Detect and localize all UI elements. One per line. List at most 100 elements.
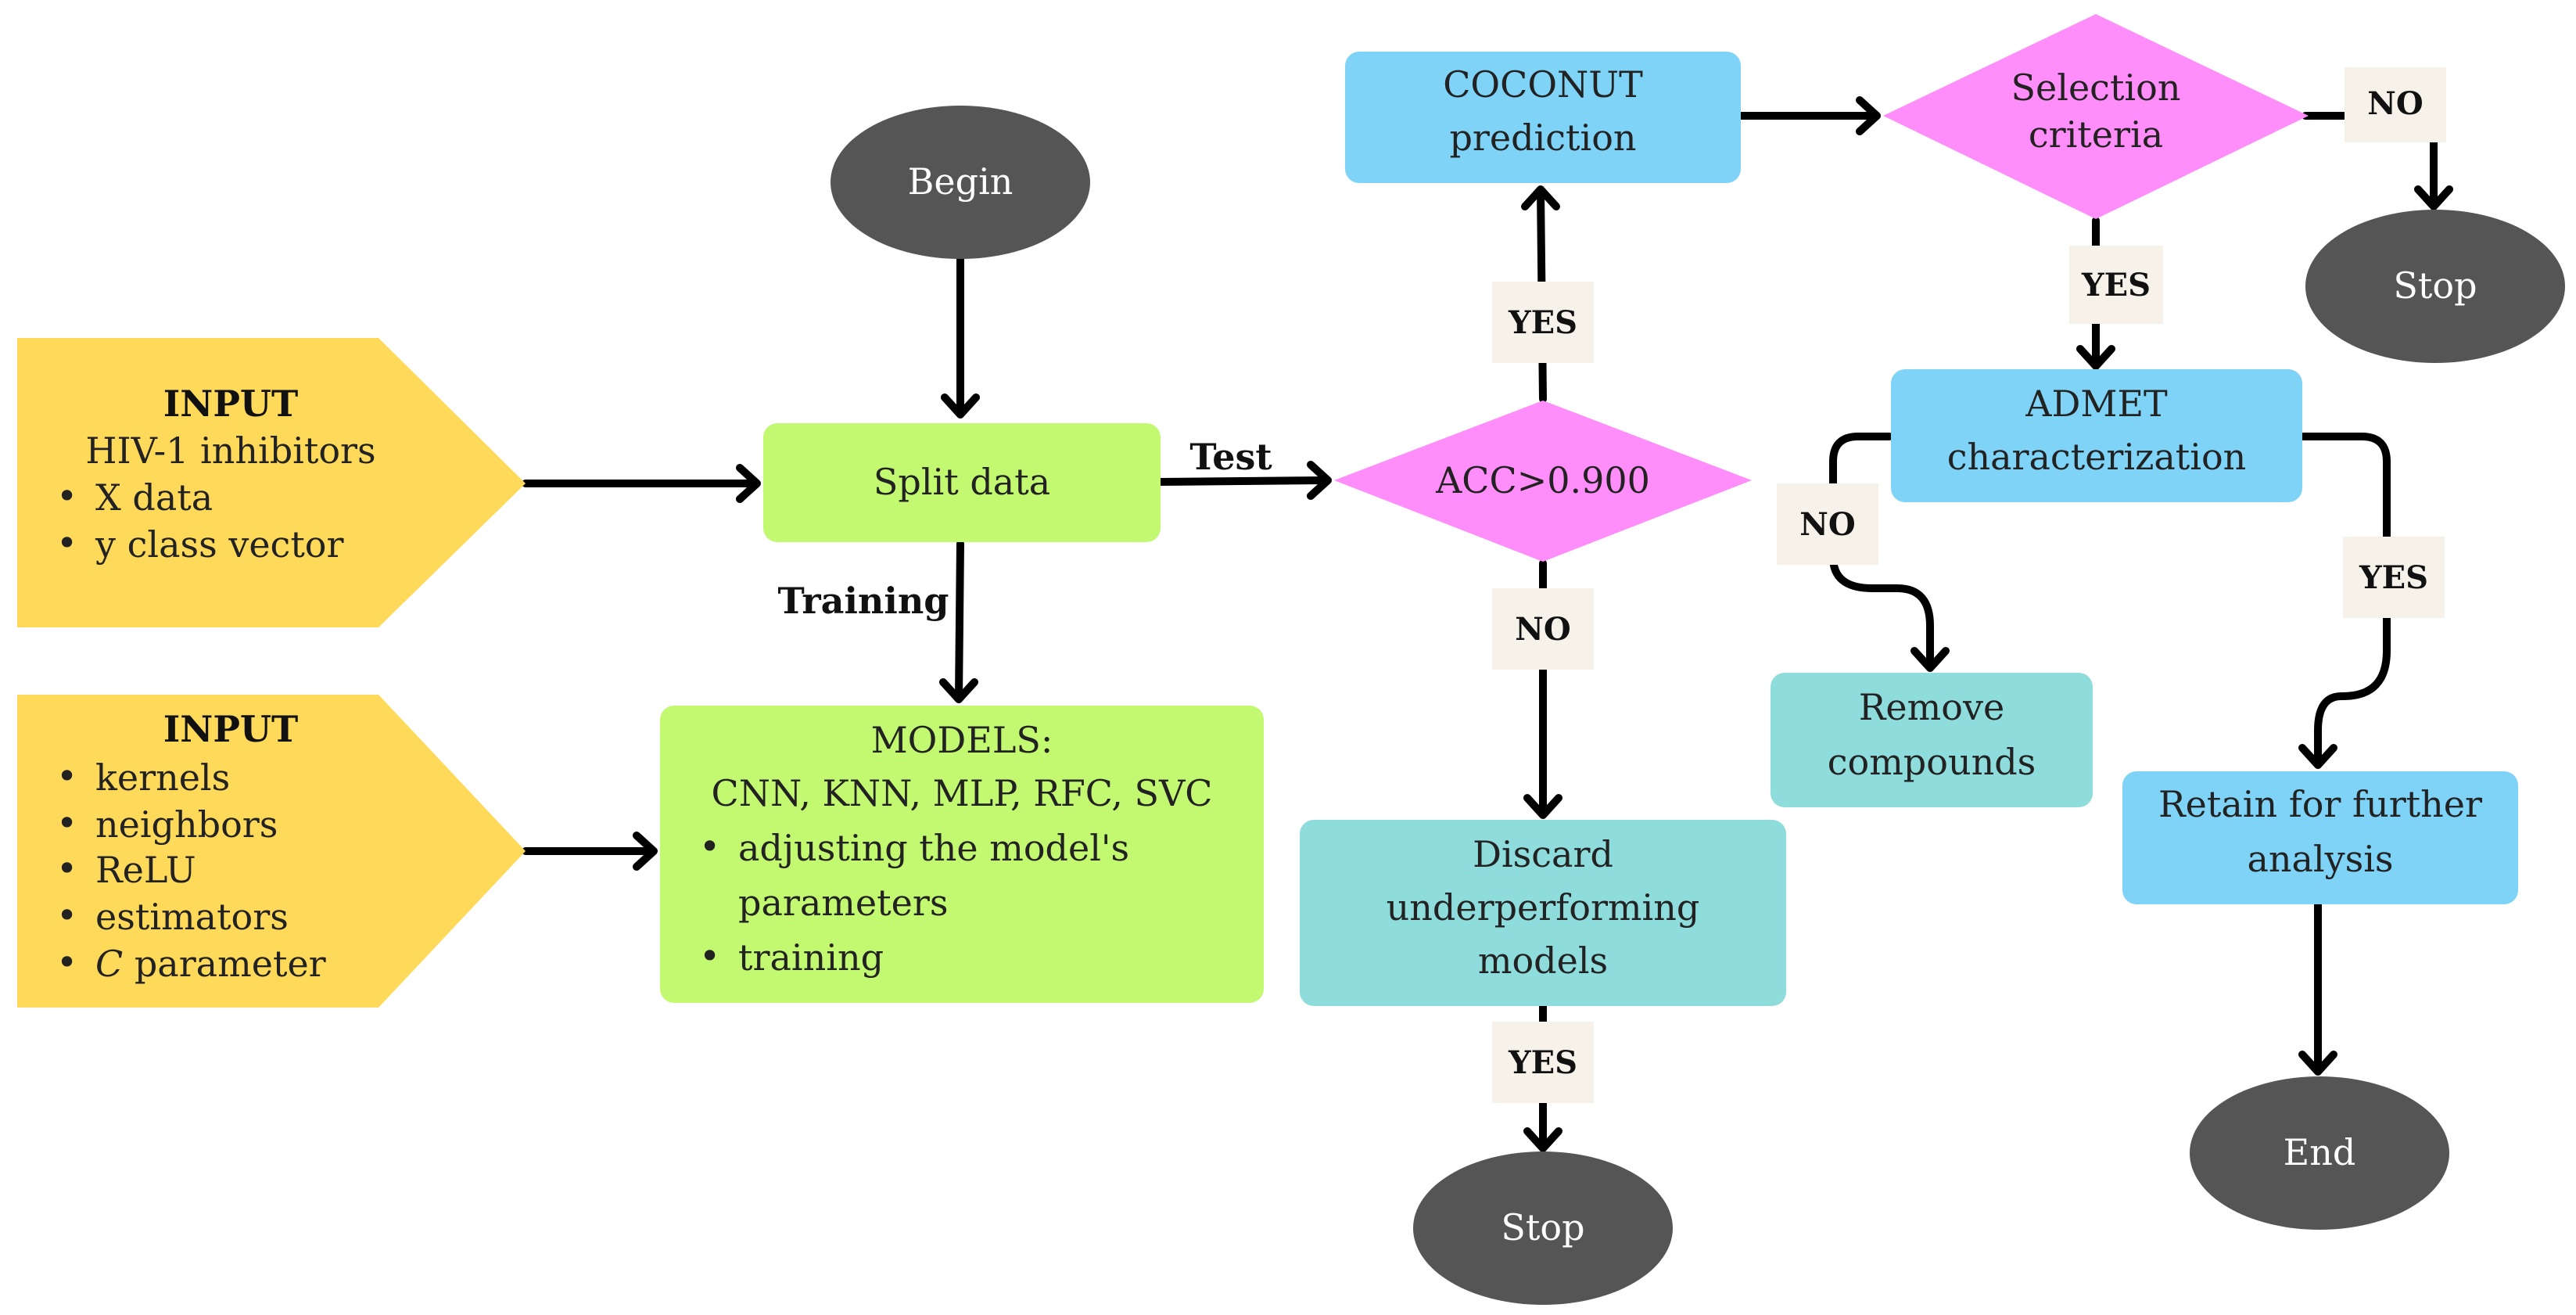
arrowhead-acc-to-coconut bbox=[1521, 185, 1560, 210]
arrow-split-to-acc bbox=[1157, 476, 1330, 486]
input-params-bullet-estimators: estimators bbox=[95, 896, 289, 938]
acc-yes-tag-label: YES bbox=[1508, 304, 1577, 341]
models-node: MODELS: CNN, KNN, MLP, RFC, SVC • adjust… bbox=[660, 706, 1264, 1003]
acc-decision-label: ACC>0.900 bbox=[1435, 459, 1650, 501]
remove-compounds-shape bbox=[1771, 673, 2093, 807]
acc-yes-tag: YES bbox=[1492, 282, 1594, 363]
discard-models-line3: models bbox=[1478, 940, 1608, 982]
selection-yes-tag-label: YES bbox=[2081, 267, 2151, 304]
acc-no-tag-bg bbox=[1492, 588, 1594, 670]
arrowhead-retain-to-end bbox=[2298, 1051, 2337, 1076]
models-bullet-marker: • bbox=[699, 825, 720, 868]
models-bullet-training: training bbox=[738, 936, 884, 979]
arrowhead-input2-to-models bbox=[633, 832, 658, 871]
input-params-bullet-relu: ReLU bbox=[95, 849, 196, 891]
input-hiv-bullet-y-class: y class vector bbox=[95, 523, 344, 566]
admet-no-tag-bg bbox=[1777, 483, 1878, 565]
input-hiv-bullet-x-data: X data bbox=[95, 476, 213, 519]
admet-yes-tag: YES bbox=[2343, 537, 2445, 618]
admet-no-tag: NO bbox=[1777, 483, 1878, 565]
admet-characterization-shape bbox=[1891, 369, 2302, 502]
end-shape bbox=[2190, 1076, 2449, 1230]
coconut-prediction-line1: COCONUT bbox=[1443, 63, 1643, 106]
acc-no-tag-label: NO bbox=[1515, 611, 1570, 648]
models-bullet-adjusting-line1: adjusting the model's bbox=[738, 827, 1129, 869]
coconut-prediction-shape bbox=[1345, 52, 1741, 183]
retain-analysis-line1: Retain for further bbox=[2158, 783, 2482, 825]
discard-yes-tag-label: YES bbox=[1508, 1044, 1577, 1081]
input-hiv-bullet-marker: • bbox=[56, 475, 77, 517]
selection-criteria-node: Selection criteria bbox=[1883, 14, 2309, 219]
input-params-bullet-c-parameter: C parameter bbox=[95, 943, 326, 985]
arrow-admet-to-remove bbox=[1829, 433, 1934, 670]
admet-characterization-line1: ADMET bbox=[2025, 383, 2168, 425]
models-bullet-adjusting-line2: parameters bbox=[738, 882, 948, 924]
input-hiv-node: INPUT HIV-1 inhibitors • X data • y clas… bbox=[17, 338, 526, 627]
input-params-bullet-marker: • bbox=[56, 755, 77, 797]
begin-shape bbox=[831, 106, 1090, 259]
arrowhead-split-to-acc bbox=[1307, 461, 1332, 500]
arrow-split-to-models bbox=[955, 540, 964, 702]
models-subtitle: CNN, KNN, MLP, RFC, SVC bbox=[712, 772, 1213, 814]
acc-decision-node: ACC>0.900 bbox=[1334, 401, 1752, 562]
input-hiv-title: INPUT bbox=[163, 383, 299, 425]
arrowhead-coconut-to-selection bbox=[1856, 96, 1881, 135]
input-params-shape bbox=[17, 695, 526, 1008]
arrowhead-split-to-models bbox=[939, 678, 978, 703]
c-parameter-rest: parameter bbox=[123, 943, 325, 985]
selection-yes-tag-bg bbox=[2069, 246, 2163, 324]
acc-no-tag: NO bbox=[1492, 588, 1594, 670]
split-data-node: Split data bbox=[763, 423, 1161, 542]
remove-compounds-node: Remove compounds bbox=[1771, 673, 2093, 807]
stop-top-shape bbox=[2305, 210, 2565, 363]
selection-no-tag-label: NO bbox=[2367, 85, 2423, 122]
admet-yes-tag-bg bbox=[2343, 537, 2445, 618]
discard-models-node: Discard underperforming models bbox=[1300, 820, 1786, 1006]
arrow-admet-to-retain bbox=[2298, 433, 2391, 767]
stop-top-label: Stop bbox=[2393, 264, 2477, 307]
connectors bbox=[522, 96, 2453, 1152]
arrowhead-selection-to-stop bbox=[2414, 185, 2453, 210]
stop-bottom-node: Stop bbox=[1413, 1152, 1673, 1305]
discard-models-line2: underperforming bbox=[1387, 886, 1700, 929]
input-params-bullet-marker: • bbox=[56, 941, 77, 983]
models-shape bbox=[660, 706, 1264, 1003]
end-label: End bbox=[2284, 1131, 2356, 1173]
retain-analysis-line2: analysis bbox=[2247, 838, 2393, 880]
discard-models-shape bbox=[1300, 820, 1786, 1006]
training-label: Training bbox=[778, 580, 949, 622]
retain-analysis-node: Retain for further analysis bbox=[2122, 771, 2518, 904]
admet-characterization-line2: characterization bbox=[1947, 436, 2247, 478]
stop-bottom-shape bbox=[1413, 1152, 1673, 1305]
input-params-title: INPUT bbox=[163, 708, 299, 750]
discard-models-line1: Discard bbox=[1473, 833, 1613, 875]
selection-criteria-shape bbox=[1883, 14, 2309, 219]
models-bullet-marker: • bbox=[699, 935, 720, 977]
input-hiv-subtitle: HIV-1 inhibitors bbox=[85, 429, 375, 472]
input-hiv-shape bbox=[17, 338, 526, 627]
coconut-prediction-line2: prediction bbox=[1449, 117, 1636, 159]
coconut-prediction-node: COCONUT prediction bbox=[1345, 52, 1741, 183]
admet-no-tag-label: NO bbox=[1799, 506, 1855, 543]
admet-characterization-node: ADMET characterization bbox=[1891, 369, 2302, 502]
arrowhead-admet-to-retain bbox=[2298, 744, 2337, 769]
arrowhead-input1-to-split bbox=[736, 464, 761, 503]
begin-node: Begin bbox=[831, 106, 1090, 259]
input-params-bullet-neighbors: neighbors bbox=[95, 803, 278, 846]
admet-yes-tag-label: YES bbox=[2359, 559, 2428, 596]
remove-compounds-line1: Remove bbox=[1859, 686, 2004, 728]
arrowhead-selection-to-admet bbox=[2076, 345, 2115, 370]
selection-criteria-line2: criteria bbox=[2029, 113, 2163, 156]
stop-bottom-label: Stop bbox=[1501, 1206, 1584, 1249]
selection-no-tag-bg bbox=[2345, 67, 2446, 142]
discard-yes-tag-bg bbox=[1492, 1022, 1594, 1103]
input-hiv-bullet-marker: • bbox=[56, 522, 77, 564]
c-parameter-italic: C bbox=[95, 943, 123, 985]
input-params-bullet-marker: • bbox=[56, 847, 77, 889]
discard-yes-tag: YES bbox=[1492, 1022, 1594, 1103]
input-params-bullet-marker: • bbox=[56, 894, 77, 936]
acc-decision-shape bbox=[1334, 401, 1752, 562]
arrowhead-discard-to-stop bbox=[1523, 1127, 1562, 1152]
input-params-bullet-marker: • bbox=[56, 802, 77, 844]
